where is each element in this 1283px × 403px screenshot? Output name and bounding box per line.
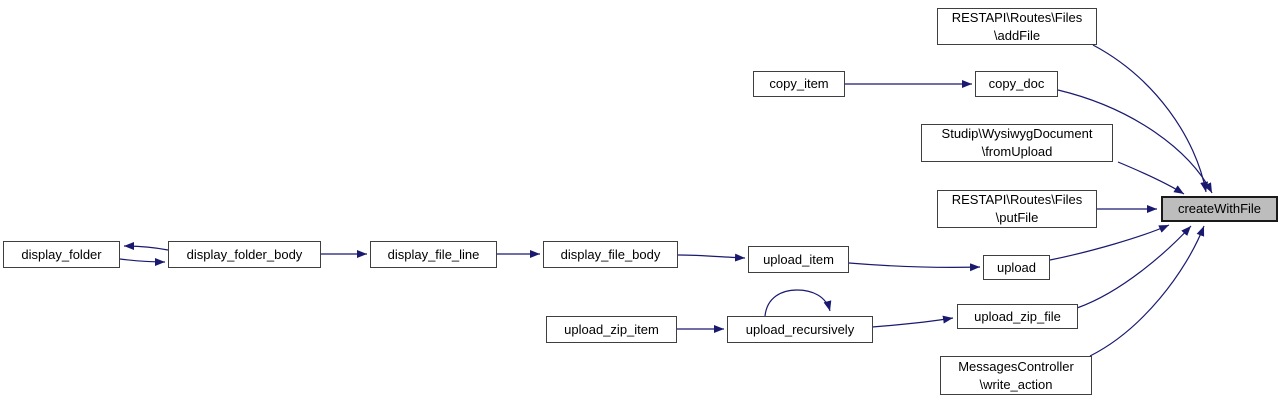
edge-display_folder_body-to-display_folder bbox=[123, 242, 169, 251]
node-upload-item[interactable]: upload_item bbox=[748, 246, 849, 273]
node-display-folder-body[interactable]: display_folder_body bbox=[168, 241, 321, 268]
node-display-folder[interactable]: display_folder bbox=[3, 241, 120, 268]
edge-upload_zip_file-to-createWithFile bbox=[1076, 225, 1192, 309]
node-upload-recursively[interactable]: upload_recursively bbox=[727, 316, 873, 343]
edge-upload_item-to-upload bbox=[848, 262, 981, 272]
edge-addFile-to-createWithFile bbox=[1092, 44, 1209, 193]
node-copy-item[interactable]: copy_item bbox=[753, 71, 845, 97]
edge-display_folder-to-display_folder_body bbox=[119, 257, 166, 266]
edge-write_action-to-createWithFile bbox=[1089, 225, 1205, 357]
node-upload-zip-file[interactable]: upload_zip_file bbox=[957, 304, 1078, 329]
node-restapi-addfile[interactable]: RESTAPI\Routes\Files \addFile bbox=[937, 8, 1097, 45]
node-display-file-body[interactable]: display_file_body bbox=[543, 241, 678, 268]
edge-display_file_body-to-upload_item bbox=[677, 253, 746, 262]
node-studip-fromupload[interactable]: Studip\WysiwygDocument \fromUpload bbox=[921, 124, 1113, 162]
node-display-file-line[interactable]: display_file_line bbox=[370, 241, 497, 268]
node-messages-write-action[interactable]: MessagesController \write_action bbox=[940, 356, 1092, 395]
node-copy-doc[interactable]: copy_doc bbox=[975, 71, 1058, 97]
node-restapi-putfile[interactable]: RESTAPI\Routes\Files \putFile bbox=[937, 190, 1097, 228]
edge-upload_recursively-self-loop bbox=[764, 289, 832, 317]
node-upload[interactable]: upload bbox=[983, 255, 1050, 280]
edge-upload_recursively-to-upload_zip_file bbox=[871, 315, 954, 328]
node-upload-zip-item[interactable]: upload_zip_item bbox=[546, 316, 677, 343]
edge-upload-to-createWithFile bbox=[1049, 224, 1170, 261]
edge-fromUpload-to-createWithFile bbox=[1117, 161, 1185, 195]
node-createwithfile: createWithFile bbox=[1161, 196, 1278, 222]
